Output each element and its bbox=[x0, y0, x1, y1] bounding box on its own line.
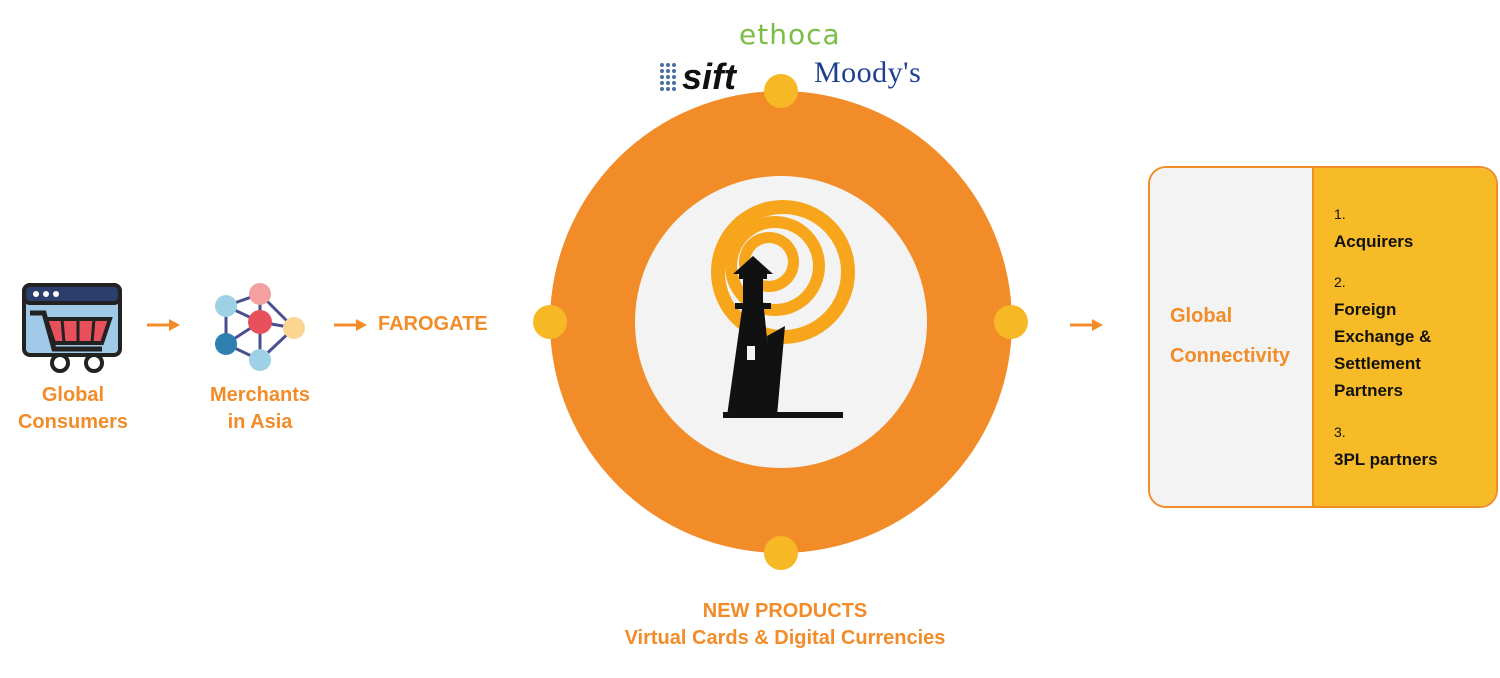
merchants-in-asia-label: Merchants in Asia bbox=[209, 384, 311, 433]
partners-list-panel: 1. Acquirers 2. Foreign Exchange & Settl… bbox=[1312, 168, 1496, 506]
new-products-label: NEW PRODUCTS Virtual Cards & Digital Cur… bbox=[560, 598, 1010, 652]
ethoca-logo: ethoca bbox=[739, 18, 841, 51]
global-connectivity-box: Global Connectivity 1. Acquirers 2. Fore… bbox=[1148, 166, 1498, 508]
ring-top-node bbox=[764, 74, 798, 108]
partner-item: 1. Acquirers bbox=[1334, 206, 1414, 251]
flow-arrow-icon bbox=[147, 319, 180, 331]
ring-left-node bbox=[533, 305, 567, 339]
ring-bottom-node bbox=[764, 536, 798, 570]
flow-arrow-icon bbox=[1070, 319, 1103, 331]
farogate-label: FAROGATE bbox=[378, 313, 488, 335]
sift-dots-icon bbox=[660, 63, 676, 91]
global-consumers-label: Global Consumers bbox=[17, 384, 129, 433]
flow-arrow-icon bbox=[334, 319, 367, 331]
moodys-logo: Moody's bbox=[814, 56, 922, 89]
global-connectivity-title: Global Connectivity bbox=[1170, 305, 1291, 367]
lighthouse-center bbox=[635, 176, 927, 468]
global-connectivity-title-panel: Global Connectivity bbox=[1150, 168, 1312, 506]
sift-logo: sift bbox=[658, 56, 736, 98]
lighthouse-logo-icon bbox=[711, 200, 855, 418]
new-products-subtitle: Virtual Cards & Digital Currencies bbox=[624, 627, 946, 649]
shopping-cart-icon bbox=[22, 283, 122, 375]
farogate-ring bbox=[550, 91, 1012, 553]
new-products-title: NEW PRODUCTS bbox=[702, 600, 868, 622]
partner-item: 2. Foreign Exchange & Settlement Partner… bbox=[1334, 274, 1432, 400]
network-nodes-icon bbox=[210, 280, 310, 376]
partner-item: 3. 3PL partners bbox=[1334, 424, 1438, 469]
ring-right-node bbox=[994, 305, 1028, 339]
